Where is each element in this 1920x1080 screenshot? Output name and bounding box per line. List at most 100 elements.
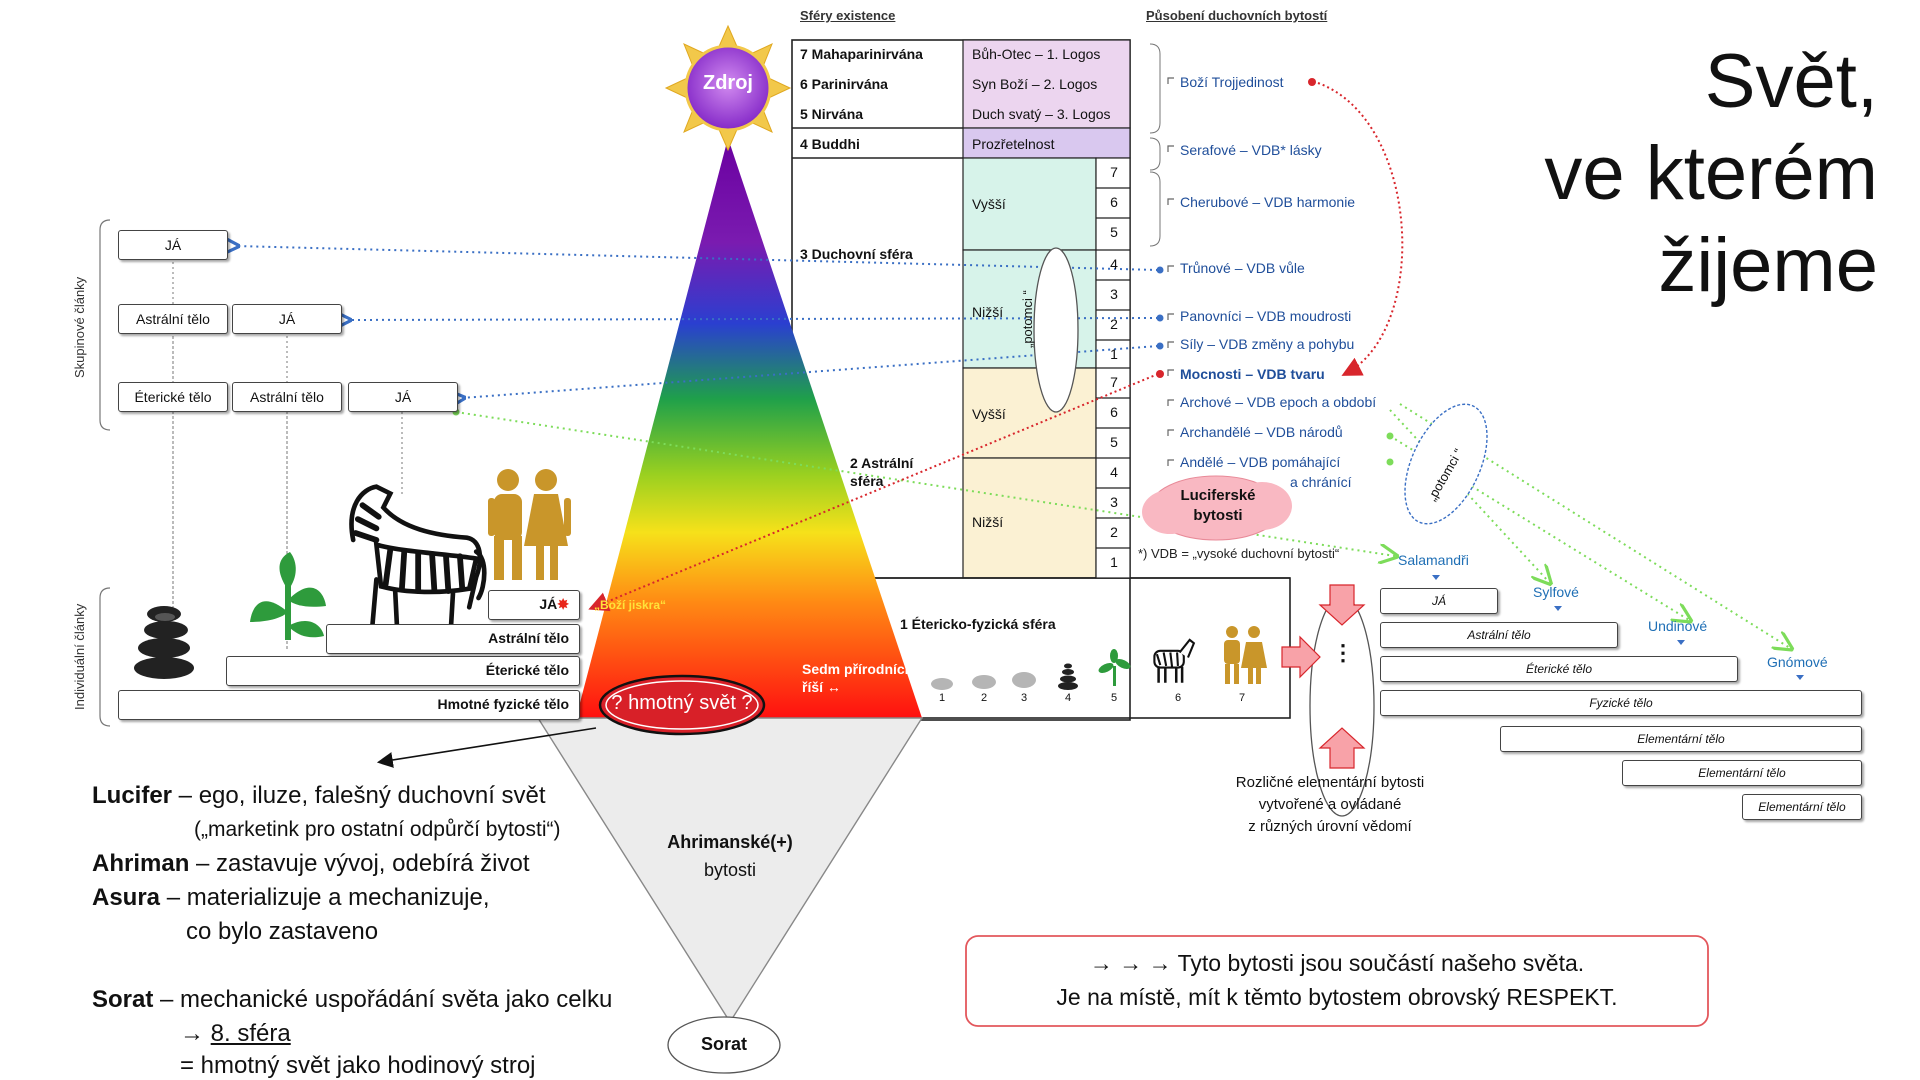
being-trinity: Boží Trojjedinost [1180, 74, 1284, 90]
elemental-body-2: Elementární tělo [1622, 760, 1862, 786]
astral-box-2: Astrální tělo [118, 304, 228, 334]
undines-label: Undinové [1648, 618, 1708, 634]
title-line1: Svět, [1704, 39, 1878, 124]
elemental-caption: Rozličné elementární bytosti vytvořené a… [1180, 772, 1480, 838]
potomci-cloud-label: „potomci “ [1020, 290, 1035, 348]
elemental-astral: Astrální tělo [1380, 622, 1618, 648]
spiritual-upper: Vyšší [972, 196, 1006, 212]
kingdom-7: 7 [1238, 692, 1246, 704]
etheric-stair: Éterické tělo [226, 656, 580, 686]
being-archai: Archové – VDB epoch a období [1180, 394, 1377, 410]
num-3-6: 6 [1110, 194, 1118, 210]
ahriman-beings-1: Ahrimanské(+) [667, 832, 793, 852]
being-thrones: Trůnové – VDB vůle [1180, 260, 1305, 276]
sorat-name: Sorat [92, 986, 154, 1013]
vdb-footnote: *) VDB = „vysoké duchovní bytosti“ [1138, 546, 1340, 561]
eighth-sphere: 8. sféra [210, 1020, 291, 1047]
header-beings: Působení duchovních bytostí [1146, 8, 1328, 23]
asura-line-2: co bylo zastaveno [186, 918, 379, 945]
astral-lower: Nižší [972, 514, 1004, 530]
kingdom-1: 1 [938, 692, 946, 704]
ahriman-desc: – zastavuje vývoj, odebírá život [189, 850, 530, 877]
sylphs-label: Sylfové [1533, 584, 1579, 600]
num-2-1: 1 [1110, 554, 1118, 570]
astral-box-3: Astrální tělo [232, 382, 342, 412]
elemental-etheric: Éterické tělo [1380, 656, 1738, 682]
providence: Prozřetelnost [972, 136, 1055, 152]
ahriman-beings: Ahrimanské(+) bytosti [640, 828, 820, 884]
sphere-3: 3 Duchovní sféra [800, 246, 913, 262]
source-label: Zdroj [703, 72, 753, 94]
logos-3: Duch svatý – 3. Logos [972, 106, 1111, 122]
respect-line-1: → → → Tyto bytosti jsou součástí našeho … [1089, 950, 1585, 976]
respect-box: → → → Tyto bytosti jsou součástí našeho … [966, 946, 1708, 1014]
ja-box-1: JÁ [118, 230, 228, 260]
ja-stair-label: JÁ [539, 596, 558, 612]
sorat-arrow: → [180, 1020, 211, 1047]
elemental-caption-2: vytvořené a ovládané [1258, 796, 1402, 813]
being-powers: Mocnosti – VDB tvaru [1180, 366, 1325, 382]
lucifer-name: Lucifer [92, 782, 173, 809]
kingdom-5: 5 [1110, 692, 1118, 704]
asura-desc: – materializuje a mechanizuje, [160, 884, 490, 911]
num-3-7: 7 [1110, 164, 1118, 180]
kingdom-2: 2 [980, 692, 988, 704]
physical-stair: Hmotné fyzické tělo [118, 690, 580, 720]
being-dominions: Panovníci – VDB moudrosti [1180, 308, 1352, 324]
elemental-caption-3: z různých úrovní vědomí [1248, 818, 1412, 835]
sorat-desc: – mechanické uspořádání světa jako celku [153, 986, 613, 1013]
lucifer-desc: – ego, iluze, falešný duchovní svět [172, 782, 546, 809]
elemental-caption-1: Rozličné elementární bytosti [1235, 774, 1425, 791]
sphere-4: 4 Buddhi [800, 136, 860, 152]
salamanders-label: Salamandři [1398, 552, 1469, 568]
num-2-2: 2 [1110, 524, 1118, 540]
ahriman-name: Ahriman [92, 850, 190, 877]
luciferic-label: Luciferské bytosti [1180, 487, 1256, 524]
luciferic-beings: Luciferské bytosti [1168, 486, 1268, 526]
material-world-label: ? hmotný svět ? [611, 692, 753, 714]
lucifer-note: („marketink pro ostatní odpůrčí bytosti“… [194, 818, 561, 841]
num-2-7: 7 [1110, 374, 1118, 390]
num-2-5: 5 [1110, 434, 1118, 450]
num-2-6: 6 [1110, 404, 1118, 420]
sphere-1: 1 Étericko-fyzická sféra [900, 616, 1056, 632]
logos-1: Bůh-Otec – 1. Logos [972, 46, 1101, 62]
logos-2: Syn Boží – 2. Logos [972, 76, 1098, 92]
spiritual-lower: Nižší [972, 304, 1004, 320]
sphere-2: 2 Astrální sféra [850, 455, 914, 489]
num-3-5: 5 [1110, 224, 1118, 240]
header-spheres: Sféry existence [800, 8, 896, 23]
sorat-line-2: → 8. sféra [180, 1020, 291, 1048]
elemental-physical: Fyzické tělo [1380, 690, 1862, 716]
elemental-cloud-dots: ⋮ [1332, 640, 1354, 665]
individual-members-label: Individuální články [72, 603, 87, 710]
sphere-5: 5 Nirvána [800, 106, 864, 122]
kingdom-4: 4 [1064, 692, 1072, 704]
sorat-line-3: = hmotný svět jako hodinový stroj [180, 1052, 536, 1079]
ja-box-2: JÁ [232, 304, 342, 334]
num-3-4: 4 [1110, 256, 1118, 272]
being-archangels: Archandělé – VDB národů [1180, 424, 1343, 440]
sorat-cloud-label: Sorat [700, 1034, 747, 1054]
page-title: Svět, ve kterém žijeme [1544, 36, 1878, 312]
sphere-7: 7 Mahaparinirvána [800, 46, 923, 62]
being-seraphim: Serafové – VDB* lásky [1180, 142, 1322, 158]
sun-icon: Zdroj [686, 72, 770, 95]
elemental-body-3: Elementární tělo [1742, 794, 1862, 820]
kingdom-6: 6 [1174, 692, 1182, 704]
ahriman-beings-2: bytosti [703, 860, 757, 880]
being-angels: Andělé – VDB pomáhající [1180, 454, 1341, 470]
gnomes-label: Gnómové [1767, 654, 1828, 670]
being-angels-2: a chránící [1290, 474, 1352, 490]
astral-stair: Astrální tělo [326, 624, 580, 654]
num-2-4: 4 [1110, 464, 1118, 480]
title-line3: žijeme [1658, 223, 1878, 308]
asura-name: Asura [92, 884, 161, 911]
being-cherubim: Cherubové – VDB harmonie [1180, 194, 1356, 210]
num-3-3: 3 [1110, 286, 1118, 302]
group-members-label: Skupinové články [72, 276, 87, 378]
num-3-2: 2 [1110, 316, 1118, 332]
respect-line-2: Je na místě, mít k těmto bytostem obrovs… [1056, 984, 1618, 1010]
num-3-1: 1 [1110, 346, 1118, 362]
being-virtues: Síly – VDB změny a pohybu [1180, 336, 1355, 352]
